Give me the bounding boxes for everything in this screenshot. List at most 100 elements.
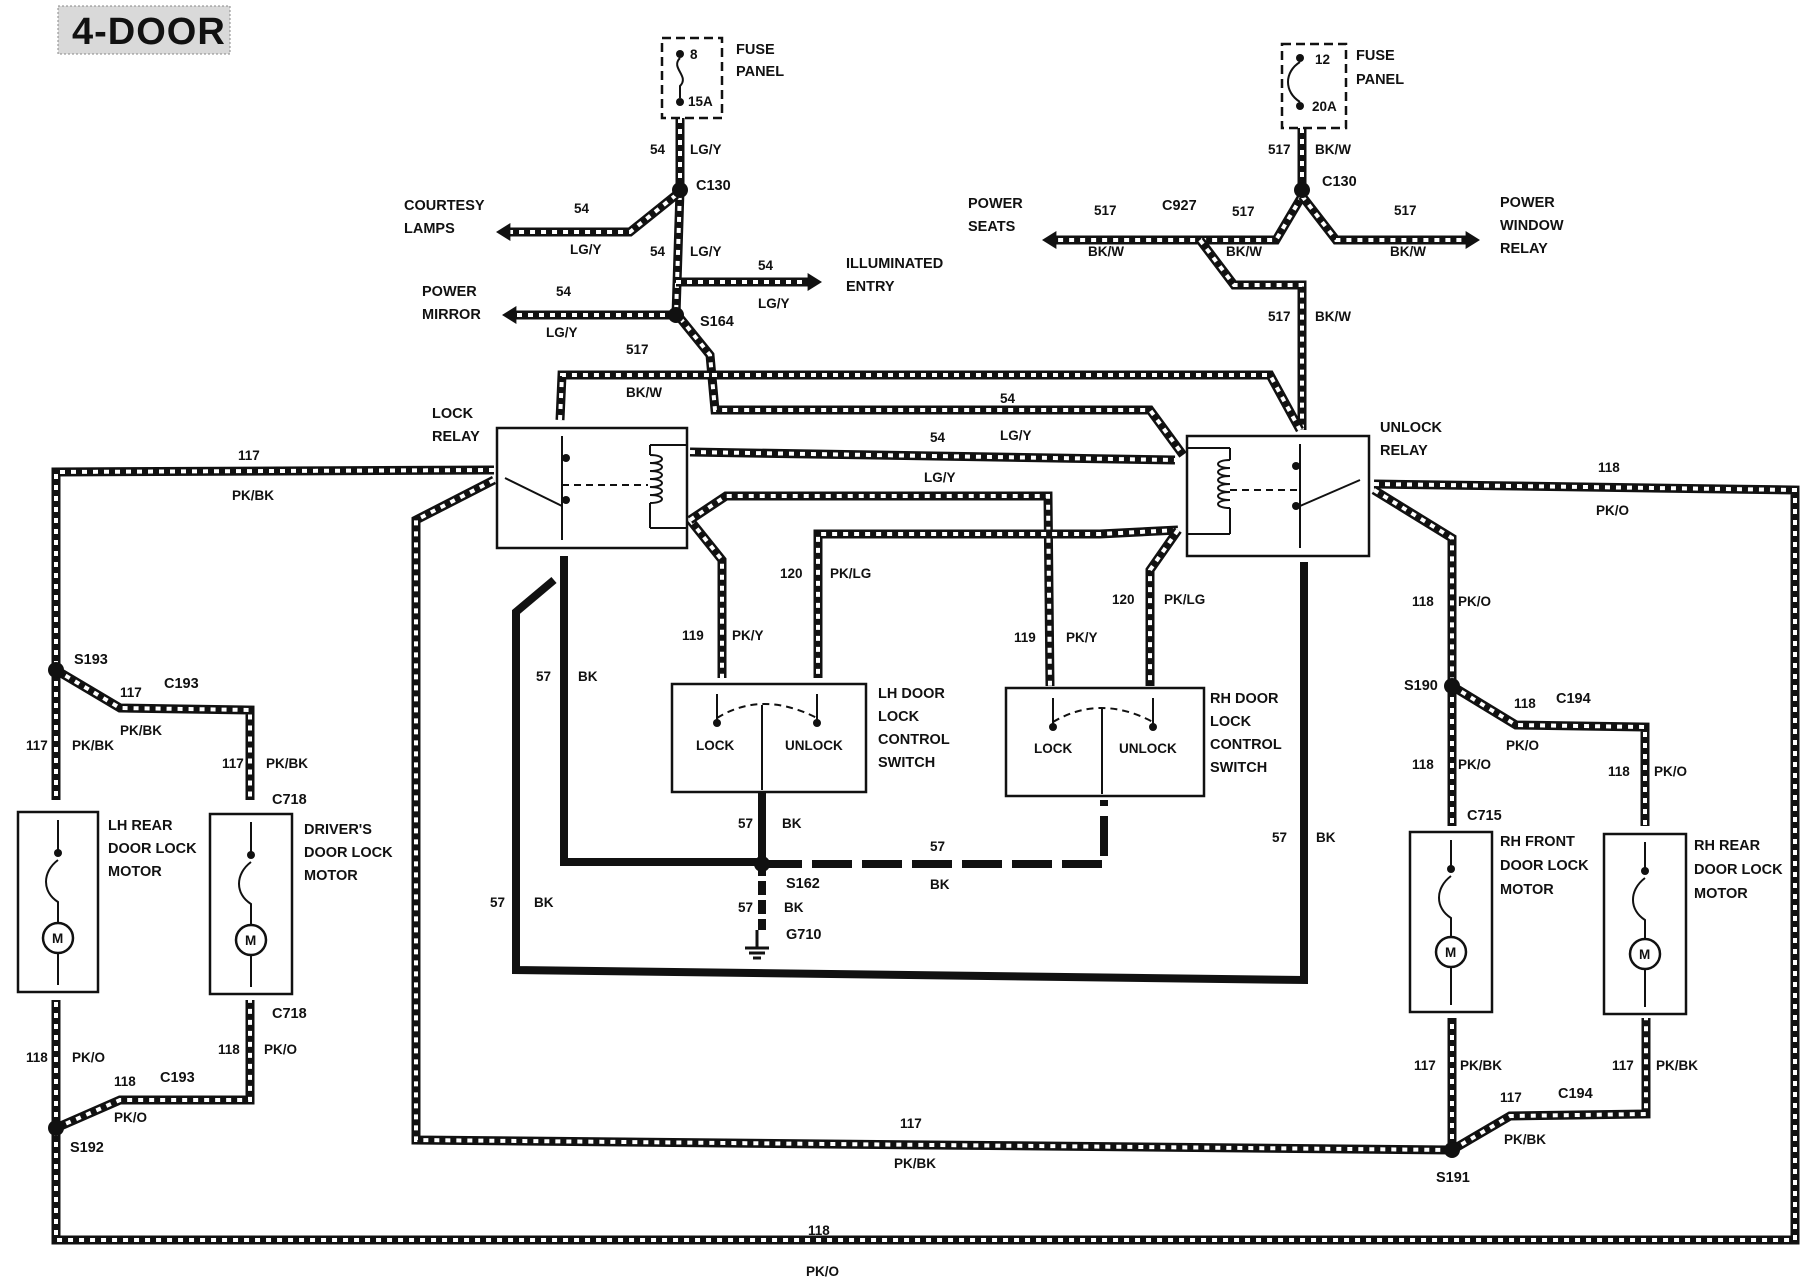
illuminated-entry-label-2: ENTRY xyxy=(846,279,895,295)
c927-label: C927 xyxy=(1162,198,1197,214)
wire-119-num-rh: 119 xyxy=(1014,630,1036,645)
lh-rear-motor-symbol: M xyxy=(52,931,63,946)
wire-517-to-lock-relay xyxy=(555,370,712,421)
illuminated-entry-arrow xyxy=(807,273,822,291)
wire-117-top xyxy=(51,465,495,670)
wire-517-color-1: BK/W xyxy=(1315,142,1351,157)
wire-117-s193-branch xyxy=(53,666,255,800)
wire-118-num-s190: 118 xyxy=(1412,594,1434,609)
wire-117-num-s193: 117 xyxy=(120,685,142,700)
wire-117-num-rhrear: 117 xyxy=(1612,1058,1634,1073)
c130-left-node xyxy=(672,182,688,198)
wire-57-num-3: 57 xyxy=(738,816,753,831)
fuse-panel-left: 8 15A FUSE PANEL xyxy=(660,36,784,120)
wire-118-num-rhrear: 118 xyxy=(1608,764,1630,779)
wire-57-num-2: 57 xyxy=(490,895,505,910)
power-seats-arrow xyxy=(1042,231,1057,249)
wire-118-color-c194: PK/O xyxy=(1506,738,1539,753)
fuse-right-rating: 20A xyxy=(1312,99,1337,114)
wire-54-color-entry: LG/Y xyxy=(758,296,790,311)
wire-54-color-relay: LG/Y xyxy=(924,470,956,485)
wire-117-num-top: 117 xyxy=(238,448,260,463)
lh-switch-label-3: CONTROL xyxy=(878,732,950,748)
wire-57-color-2: BK xyxy=(534,895,554,910)
rh-rear-door-lock-motor: M RH REAR DOOR LOCK MOTOR xyxy=(1602,832,1783,1016)
rh-switch-lock: LOCK xyxy=(1034,741,1072,756)
drivers-motor-label-1: DRIVER'S xyxy=(304,822,372,838)
lock-relay-label-1: LOCK xyxy=(432,406,474,422)
power-window-relay-label-1: POWER xyxy=(1500,195,1555,211)
rh-front-motor-label-1: RH FRONT xyxy=(1500,834,1575,850)
wire-117-lock-relay-down xyxy=(411,475,1453,1155)
wire-layer xyxy=(51,118,1800,1245)
wire-118-color-s190: PK/O xyxy=(1458,594,1491,609)
title-text: 4-DOOR xyxy=(72,11,226,53)
wire-517-color-2: BK/W xyxy=(1226,244,1262,259)
s164-label: S164 xyxy=(700,314,734,330)
wire-57-num-6: 57 xyxy=(1272,830,1287,845)
wire-54-color-courtesy: LG/Y xyxy=(570,242,602,257)
wire-117-num-driver: 117 xyxy=(222,756,244,771)
wire-517-num-window: 517 xyxy=(1394,203,1417,218)
lh-switch-lock: LOCK xyxy=(696,738,734,753)
wire-54-to-unlock xyxy=(676,315,1187,458)
c130-right-node xyxy=(1294,182,1310,198)
diagram-title: 4-DOOR xyxy=(57,5,231,55)
unlock-relay: UNLOCK RELAY xyxy=(1185,420,1443,558)
power-window-relay-label-3: RELAY xyxy=(1500,241,1548,257)
wire-118-num-top: 118 xyxy=(1598,460,1620,475)
power-window-relay-arrow xyxy=(1465,231,1480,249)
wire-120-num-rh: 120 xyxy=(1112,592,1135,607)
s190-node xyxy=(1444,678,1460,694)
c718-upper-label: C718 xyxy=(272,792,307,808)
wire-118-color-top: PK/O xyxy=(1596,503,1629,518)
wire-120-color-lh: PK/LG xyxy=(830,566,871,581)
rh-rear-motor-label-3: MOTOR xyxy=(1694,886,1748,902)
s190-label: S190 xyxy=(1404,678,1438,694)
power-mirror-label-1: POWER xyxy=(422,284,477,300)
wire-118-color-driver: PK/O xyxy=(264,1042,297,1057)
wire-118-unlock-down xyxy=(1371,486,1457,686)
power-seats-label-2: SEATS xyxy=(968,219,1016,235)
splice-nodes xyxy=(48,182,1460,1158)
wire-517-num-lock: 517 xyxy=(626,342,649,357)
wire-118-color-s192: PK/O xyxy=(114,1110,147,1125)
rh-switch-label-4: SWITCH xyxy=(1210,760,1267,776)
wire-118-num-s192: 118 xyxy=(114,1074,136,1089)
fuse-panel-right: 12 20A FUSE PANEL xyxy=(1280,42,1404,130)
s192-label: S192 xyxy=(70,1140,104,1156)
courtesy-lamps-arrow xyxy=(496,223,511,241)
wire-57-lock-relay-ground xyxy=(560,556,762,866)
wire-57-num-4: 57 xyxy=(930,839,945,854)
wire-517-color-lock: BK/W xyxy=(626,385,662,400)
wire-118-color-rhfront: PK/O xyxy=(1458,757,1491,772)
wire-118-num-driver: 118 xyxy=(218,1042,240,1057)
lh-switch-label-2: LOCK xyxy=(878,709,920,725)
wire-57-rh-switch xyxy=(762,800,1108,868)
lh-rear-motor-label-1: LH REAR xyxy=(108,818,173,834)
drivers-motor-label-2: DOOR LOCK xyxy=(304,845,393,861)
wire-119-color-lh: PK/Y xyxy=(732,628,764,643)
wire-117-color-top: PK/BK xyxy=(232,488,274,503)
wire-117-color-driver: PK/BK xyxy=(266,756,308,771)
g710-label: G710 xyxy=(786,927,821,943)
unlock-relay-label-1: UNLOCK xyxy=(1380,420,1443,436)
wire-117-color-s193: PK/BK xyxy=(120,723,162,738)
wire-118-s190-branch xyxy=(1449,682,1650,826)
wire-118-top xyxy=(51,479,1800,1245)
wire-57-color-3: BK xyxy=(782,816,802,831)
courtesy-lamps-label-2: LAMPS xyxy=(404,221,455,237)
fuse-right-number: 12 xyxy=(1315,52,1330,67)
lh-switch-label-1: LH DOOR xyxy=(878,686,945,702)
c193-lower-label: C193 xyxy=(160,1070,195,1086)
wire-120-rh xyxy=(1145,527,1182,686)
fuse-left-label-2: PANEL xyxy=(736,64,784,80)
lh-rear-door-lock-motor: M LH REAR DOOR LOCK MOTOR xyxy=(16,810,197,994)
lock-relay: LOCK RELAY xyxy=(432,406,689,550)
wire-117-color-bottom: PK/BK xyxy=(894,1156,936,1171)
power-window-relay-label-2: WINDOW xyxy=(1500,218,1564,234)
wire-54-num-entry: 54 xyxy=(758,258,774,273)
lh-switch-label-4: SWITCH xyxy=(878,755,935,771)
wire-517-color-window: BK/W xyxy=(1390,244,1426,259)
